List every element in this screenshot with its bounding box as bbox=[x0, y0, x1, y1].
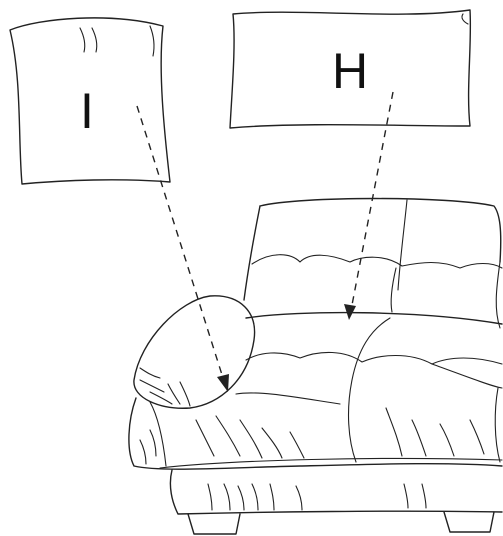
base-pleat-2 bbox=[223, 483, 231, 511]
pillow-h-outline bbox=[229, 9, 472, 129]
base-pleat-5 bbox=[269, 483, 275, 511]
pillow-i-crease-2 bbox=[91, 27, 98, 53]
seat-back-line bbox=[245, 311, 503, 325]
back-cushion-tuft-row bbox=[251, 254, 503, 269]
seat-pleat-1 bbox=[149, 429, 157, 457]
pillow-h-label: H bbox=[332, 43, 368, 99]
base-outline bbox=[169, 469, 503, 515]
seat-right-edge bbox=[494, 387, 501, 463]
pillow-h-crease bbox=[461, 13, 469, 25]
pillow-i-outline bbox=[9, 17, 171, 185]
seat-pleat-2 bbox=[139, 439, 147, 465]
foot-left bbox=[187, 513, 241, 535]
seat-front-outline bbox=[128, 397, 503, 470]
base-pleat-8 bbox=[421, 483, 427, 509]
seat-pleat-10 bbox=[439, 423, 455, 457]
seat-pleat-7 bbox=[289, 431, 305, 459]
backrest-left-edge bbox=[243, 205, 261, 301]
placement-arrows bbox=[136, 91, 394, 392]
seat-pleat-4 bbox=[215, 415, 241, 457]
seat-middle-seam bbox=[347, 317, 391, 463]
seat-front-rim bbox=[159, 457, 503, 469]
base-pleat-3 bbox=[237, 485, 245, 511]
base-pleat-7 bbox=[403, 483, 409, 509]
seat-right-cushion bbox=[431, 363, 503, 389]
backrest-lower-seam bbox=[390, 267, 397, 313]
seat-pleat-9 bbox=[411, 419, 427, 457]
bolster-pleat-5 bbox=[179, 381, 191, 407]
seat-pleat-5 bbox=[239, 419, 263, 459]
seat-pleat-3 bbox=[195, 419, 215, 457]
armrest-bolster bbox=[133, 295, 256, 409]
bolster-pleat-3 bbox=[149, 391, 173, 405]
base-pleat-6 bbox=[295, 485, 303, 511]
sofa-section bbox=[128, 197, 503, 535]
seat-front-left bbox=[235, 392, 341, 405]
backrest-top bbox=[259, 197, 502, 263]
base-pleat-4 bbox=[251, 483, 259, 511]
seat-pleat-6 bbox=[261, 427, 283, 459]
seat-pleat-8 bbox=[385, 407, 403, 457]
foot-right bbox=[443, 511, 495, 533]
pillow-i-label: I bbox=[80, 83, 94, 139]
pillow-h: H bbox=[229, 9, 472, 129]
base-pleat-1 bbox=[207, 483, 213, 511]
seat-cushion-tuft-row bbox=[245, 351, 503, 365]
pillow-i-crease-1 bbox=[79, 27, 86, 53]
seat-front-top-line bbox=[149, 401, 167, 467]
bolster-pleat-1 bbox=[139, 367, 161, 379]
pillow-i-crease-3 bbox=[149, 25, 155, 57]
arrow-i-head bbox=[217, 374, 229, 392]
bolster-pleat-4 bbox=[167, 383, 181, 405]
pillow-i: I bbox=[9, 17, 171, 185]
bolster-pleat-2 bbox=[139, 379, 165, 393]
arrow-i-line bbox=[136, 105, 224, 379]
backrest-right-lower bbox=[495, 261, 501, 329]
backrest-middle-seam bbox=[397, 199, 408, 291]
seat-pleat-11 bbox=[469, 419, 485, 455]
